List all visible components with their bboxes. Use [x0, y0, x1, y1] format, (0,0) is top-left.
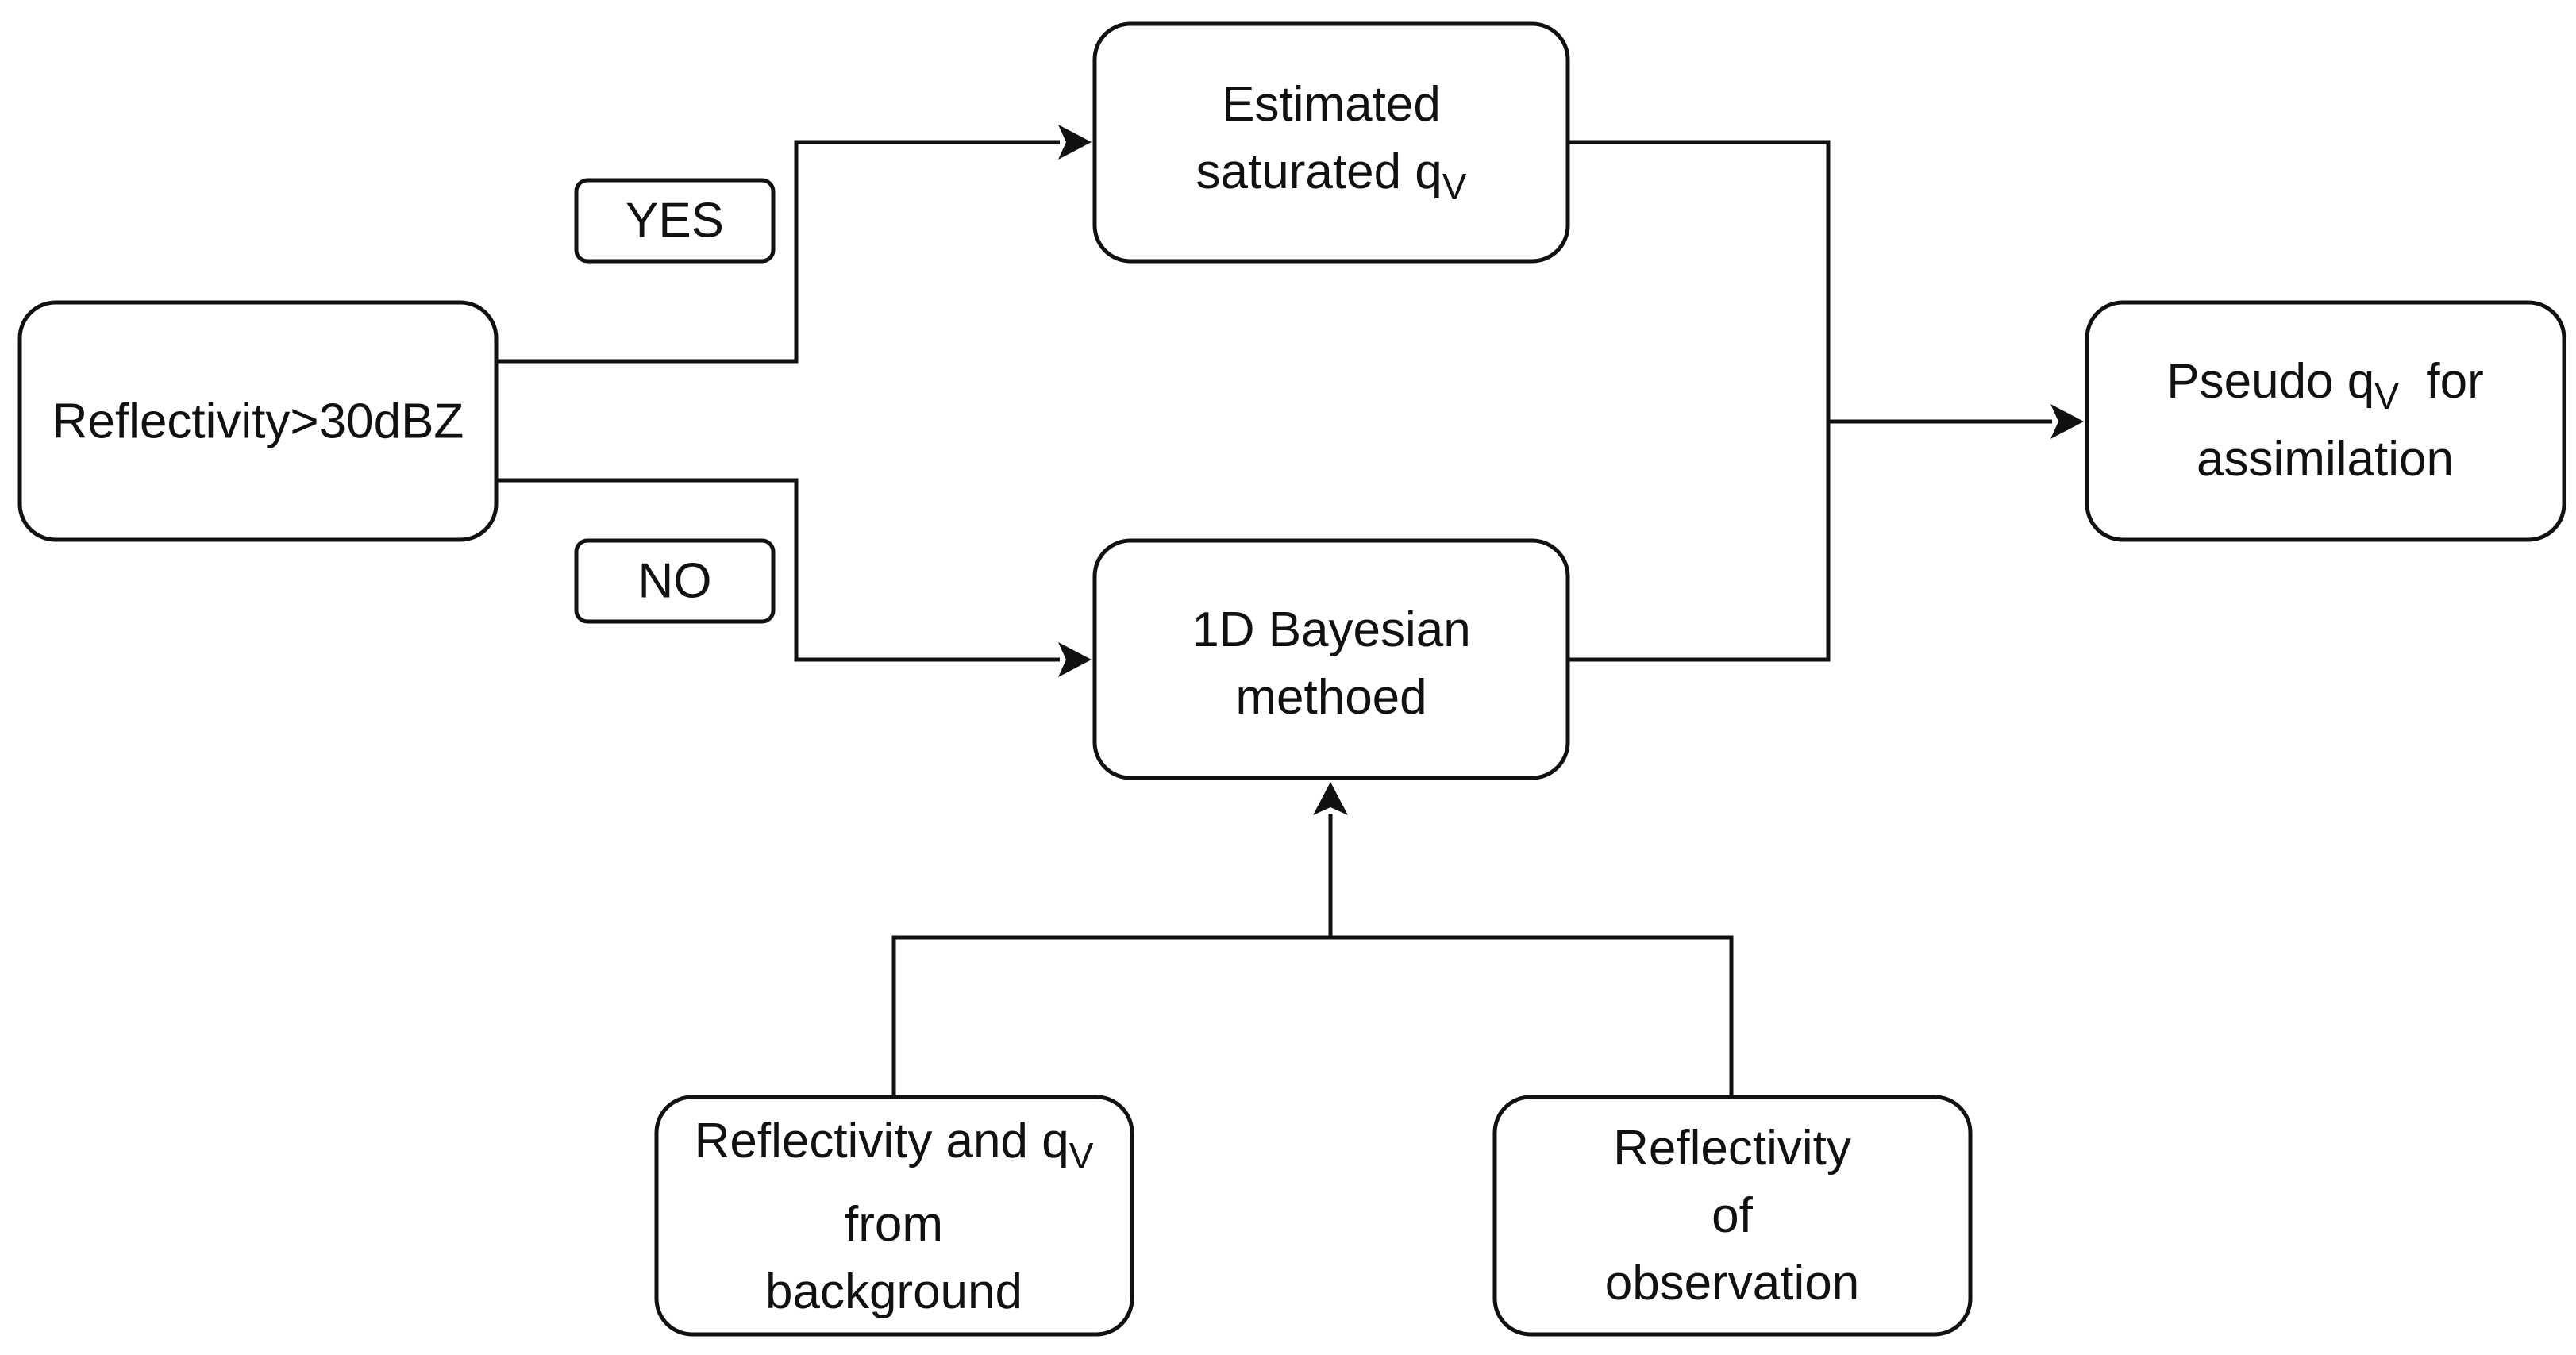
- pseudo-arrowhead: [2050, 404, 2084, 439]
- inputs-connector: [891, 935, 1734, 1097]
- observation-line2: of: [1712, 1188, 1753, 1243]
- no-label-text: NO: [638, 554, 712, 609]
- no-label: NO: [574, 538, 776, 624]
- background-line1-sub: V: [1069, 1135, 1094, 1176]
- observation-node: Reflectivity of observation: [1492, 1095, 1973, 1337]
- condition-text: Reflectivity>30dBZ: [52, 395, 464, 449]
- no-connector: [496, 478, 1060, 662]
- pseudo-line2: assimilation: [2197, 432, 2454, 487]
- pseudo-qv-node: Pseudo qV for assimilation: [2085, 300, 2566, 542]
- yes-label: YES: [574, 178, 776, 264]
- background-line2: from: [845, 1197, 943, 1252]
- saturated-line2-sub: V: [1442, 166, 1467, 207]
- bayesian-node: 1D Bayesian methoed: [1092, 538, 1570, 780]
- saturated-line2: saturated qV: [1196, 144, 1467, 207]
- observation-line3: observation: [1605, 1256, 1860, 1311]
- bayesian-line1: 1D Bayesian: [1192, 602, 1471, 657]
- yes-label-text: YES: [626, 194, 724, 248]
- pseudo-line1-tail: for: [2399, 354, 2484, 409]
- connectors: [496, 125, 2084, 1097]
- background-line1-main: Reflectivity and q: [695, 1114, 1069, 1168]
- background-line1: Reflectivity and qV: [695, 1114, 1094, 1176]
- pseudo-line1-sub: V: [2374, 375, 2399, 417]
- saturated-line1: Estimated: [1222, 77, 1441, 132]
- no-arrowhead: [1058, 642, 1092, 677]
- background-node: Reflectivity and qV from background: [654, 1095, 1134, 1337]
- background-line3: background: [765, 1265, 1022, 1319]
- saturated-line2-main: saturated q: [1196, 144, 1442, 199]
- observation-line1: Reflectivity: [1613, 1121, 1851, 1176]
- pseudo-line1-main: Pseudo q: [2166, 354, 2374, 409]
- yes-arrowhead: [1058, 125, 1092, 160]
- merge-connector: [1568, 140, 1831, 662]
- bayesian-line2: methoed: [1235, 670, 1427, 725]
- saturated-qv-node: Estimated saturated qV: [1092, 21, 1570, 264]
- yes-connector: [496, 140, 1060, 364]
- pseudo-line1: Pseudo qV for: [2166, 354, 2484, 417]
- bayesian-arrowhead: [1313, 782, 1348, 815]
- condition-node: Reflectivity>30dBZ: [17, 300, 499, 542]
